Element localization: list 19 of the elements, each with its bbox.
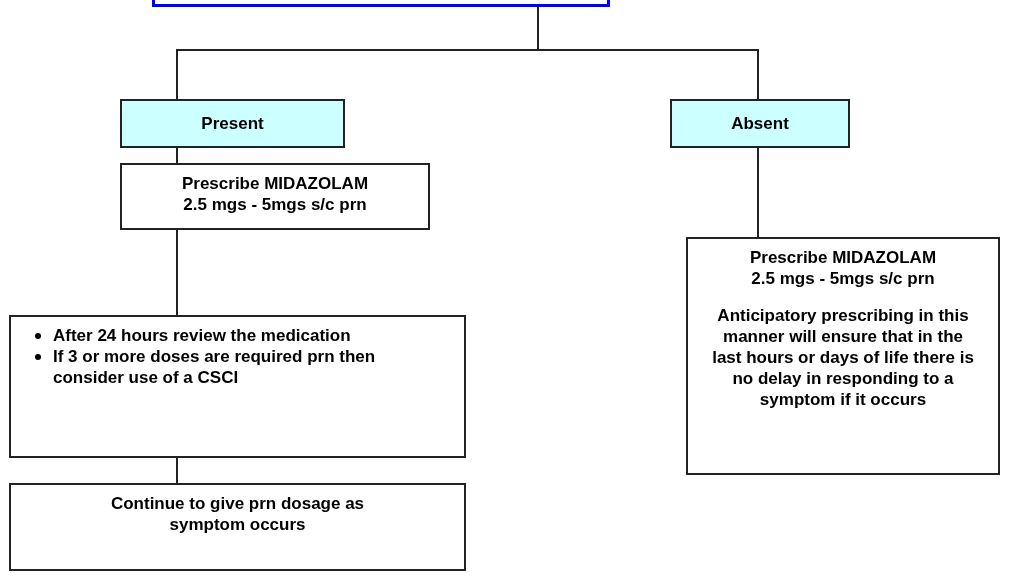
connector-line <box>176 229 178 316</box>
option-box <box>120 99 345 148</box>
box-text: Continue to give prn dosage as symptom occurs <box>109 493 366 535</box>
box-text: Prescribe MIDAZOLAM 2.5 mgs - 5mgs s/c prn <box>180 173 370 215</box>
process-box <box>9 315 466 458</box>
bullet-text: If 3 or more doses are required prn then consider use of a CSCI <box>53 346 377 388</box>
process-box <box>120 163 430 230</box>
box-text: Prescribe MIDAZOLAM 2.5 mgs - 5mgs s/c prn <box>748 247 938 289</box>
option-label: Absent <box>731 113 789 134</box>
option-label: Present <box>201 113 264 134</box>
connector-line <box>176 147 178 164</box>
connector-line <box>176 457 178 484</box>
option-box <box>670 99 850 148</box>
bullet-text: After 24 hours review the medication <box>53 325 351 346</box>
box-text: Anticipatory prescribing in this manner will ensure that in the last hours or days of life there is no delay in responding to a symptom if it occurs <box>712 305 974 410</box>
process-box <box>9 483 466 571</box>
connector-line <box>537 6 759 100</box>
connector-line <box>757 147 759 238</box>
process-box <box>686 237 1000 475</box>
